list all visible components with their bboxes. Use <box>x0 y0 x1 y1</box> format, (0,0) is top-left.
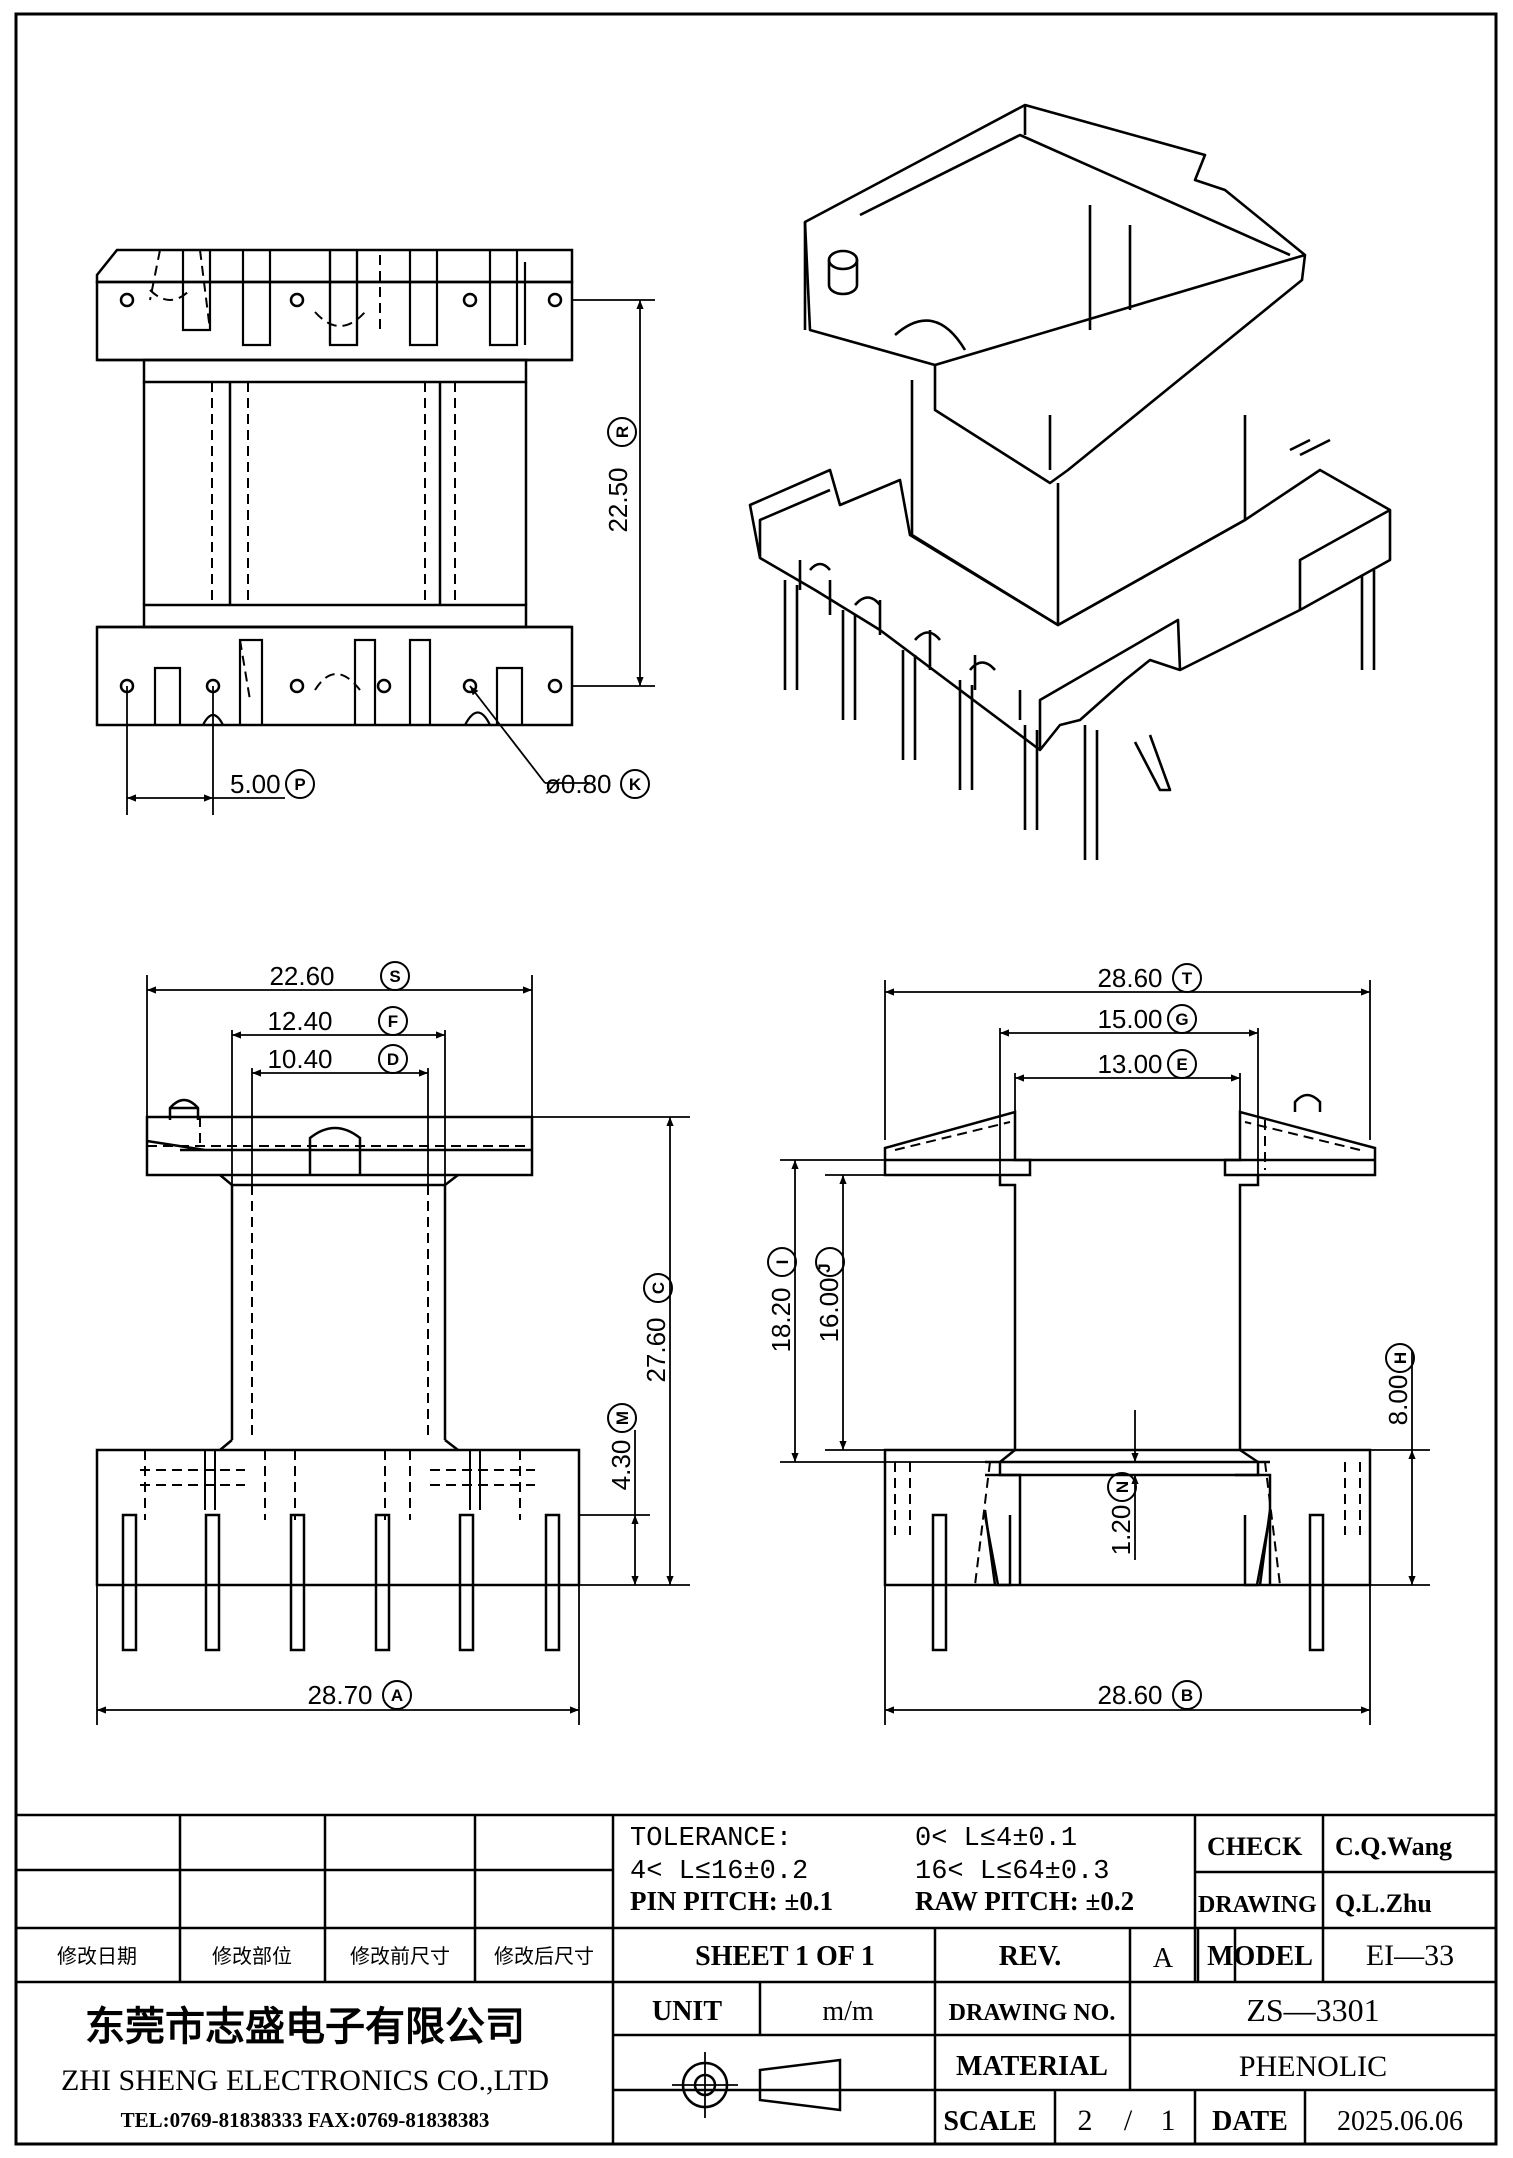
ref-w-d: D <box>387 1050 399 1069</box>
title-block <box>14 1813 1498 2146</box>
dim-pin-spacing: 5.00 <box>230 769 281 799</box>
dim-w-b: 28.60 <box>1097 1680 1162 1710</box>
ref-pin-spacing: P <box>294 775 305 794</box>
dim-w-a: 28.70 <box>307 1680 372 1710</box>
dim-h-j: 16.00 <box>814 1277 844 1342</box>
drawing-label: DRAWING <box>1198 1892 1317 1918</box>
dim-w-s: 22.60 <box>269 961 334 991</box>
model-value: EI—33 <box>1366 1939 1454 1972</box>
rev-col-after: 修改后尺寸 <box>494 1945 594 1968</box>
side-view-dims <box>780 980 1430 1725</box>
front-view-labels: 22.60 S 12.40 F 10.40 D 27.60 C 4.30 M 2… <box>267 961 673 1710</box>
unit-label: UNIT <box>652 1996 722 2027</box>
dim-w-d: 10.40 <box>267 1044 332 1074</box>
company-en: ZHI SHENG ELECTRONICS CO.,LTD <box>61 2064 549 2097</box>
tolerance-row-3: 16< L≤64±0.3 <box>915 1857 1109 1887</box>
ref-w-e: E <box>1176 1055 1187 1074</box>
top-view <box>95 248 574 727</box>
dim-h-c: 27.60 <box>641 1317 671 1382</box>
company-contact: TEL:0769-81838333 FAX:0769-81838383 <box>121 2108 490 2132</box>
tolerance-row-2: 4< L≤16±0.2 <box>630 1857 808 1887</box>
ref-w-a: A <box>391 1686 403 1705</box>
ref-hole-dia: K <box>629 775 642 794</box>
dim-w-f: 12.40 <box>267 1006 332 1036</box>
top-view-labels: 22.50 R 5.00 P ø0.80 K <box>230 417 650 799</box>
ref-h-n: N <box>1113 1481 1132 1493</box>
dim-h-i: 18.20 <box>766 1287 796 1352</box>
front-view-dims <box>96 975 690 1725</box>
check-label: CHECK <box>1207 1832 1303 1861</box>
dim-h-h: 8.00 <box>1383 1375 1413 1426</box>
scale-a: 2 <box>1078 2104 1093 2137</box>
drawing-no-value: ZS—3301 <box>1246 1992 1379 2028</box>
rev-col-date: 修改日期 <box>57 1945 137 1968</box>
dim-height-top: 22.50 <box>603 467 633 532</box>
rev-col-before: 修改前尺寸 <box>350 1945 450 1968</box>
tolerance-label: TOLERANCE: <box>630 1824 792 1854</box>
ref-h-h: H <box>1391 1352 1410 1364</box>
pin-pitch: PIN PITCH: ±0.1 <box>630 1886 833 1916</box>
ref-h-j: J <box>815 1263 834 1272</box>
drawing-no-label: DRAWING NO. <box>949 2000 1116 2026</box>
rev-label: REV. <box>999 1941 1062 1972</box>
dim-h-n: 1.20 <box>1106 1505 1136 1556</box>
isometric-view <box>748 103 1392 860</box>
dim-w-t: 28.60 <box>1097 963 1162 993</box>
title-block-text: TOLERANCE: 0< L≤4±0.1 4< L≤16±0.2 16< L≤… <box>57 1824 1463 2137</box>
top-view-dims <box>126 299 655 815</box>
rev-value: A <box>1153 1943 1174 1974</box>
ref-w-s: S <box>389 967 400 986</box>
scale-label: SCALE <box>943 2106 1036 2137</box>
company-cn: 东莞市志盛电子有限公司 <box>85 2004 525 2049</box>
drawing-value: Q.L.Zhu <box>1335 1889 1432 1918</box>
side-view-labels: 28.60 T 15.00 G 13.00 E 18.20 I 16.00 J … <box>766 963 1415 1710</box>
ref-w-g: G <box>1175 1010 1188 1029</box>
date-label: DATE <box>1212 2106 1288 2137</box>
check-value: C.Q.Wang <box>1335 1832 1452 1861</box>
ref-w-f: F <box>388 1012 398 1031</box>
scale-sep: / <box>1124 2104 1133 2137</box>
sheet-label: SHEET 1 OF 1 <box>695 1941 875 1972</box>
date-value: 2025.06.06 <box>1337 2106 1463 2137</box>
ref-h-i: I <box>773 1260 792 1265</box>
unit-value: m/m <box>822 1996 874 2027</box>
tolerance-row-1: 0< L≤4±0.1 <box>915 1824 1077 1854</box>
dim-w-e: 13.00 <box>1097 1049 1162 1079</box>
ref-h-m: M <box>613 1411 632 1425</box>
ref-w-b: B <box>1181 1686 1193 1705</box>
dim-hole-dia: ø0.80 <box>545 769 612 799</box>
side-view <box>883 1093 1377 1652</box>
ref-h-c: C <box>649 1282 668 1294</box>
ref-height-top: R <box>613 426 632 438</box>
scale-b: 1 <box>1161 2104 1176 2137</box>
rev-col-part: 修改部位 <box>212 1945 292 1968</box>
dim-h-m: 4.30 <box>606 1440 636 1491</box>
material-value: PHENOLIC <box>1239 2050 1387 2083</box>
model-label: MODEL <box>1207 1941 1313 1972</box>
material-label: MATERIAL <box>956 2051 1108 2082</box>
ref-w-t: T <box>1182 969 1193 988</box>
dim-w-g: 15.00 <box>1097 1004 1162 1034</box>
front-view <box>95 1098 581 1652</box>
raw-pitch: RAW PITCH: ±0.2 <box>915 1886 1134 1916</box>
